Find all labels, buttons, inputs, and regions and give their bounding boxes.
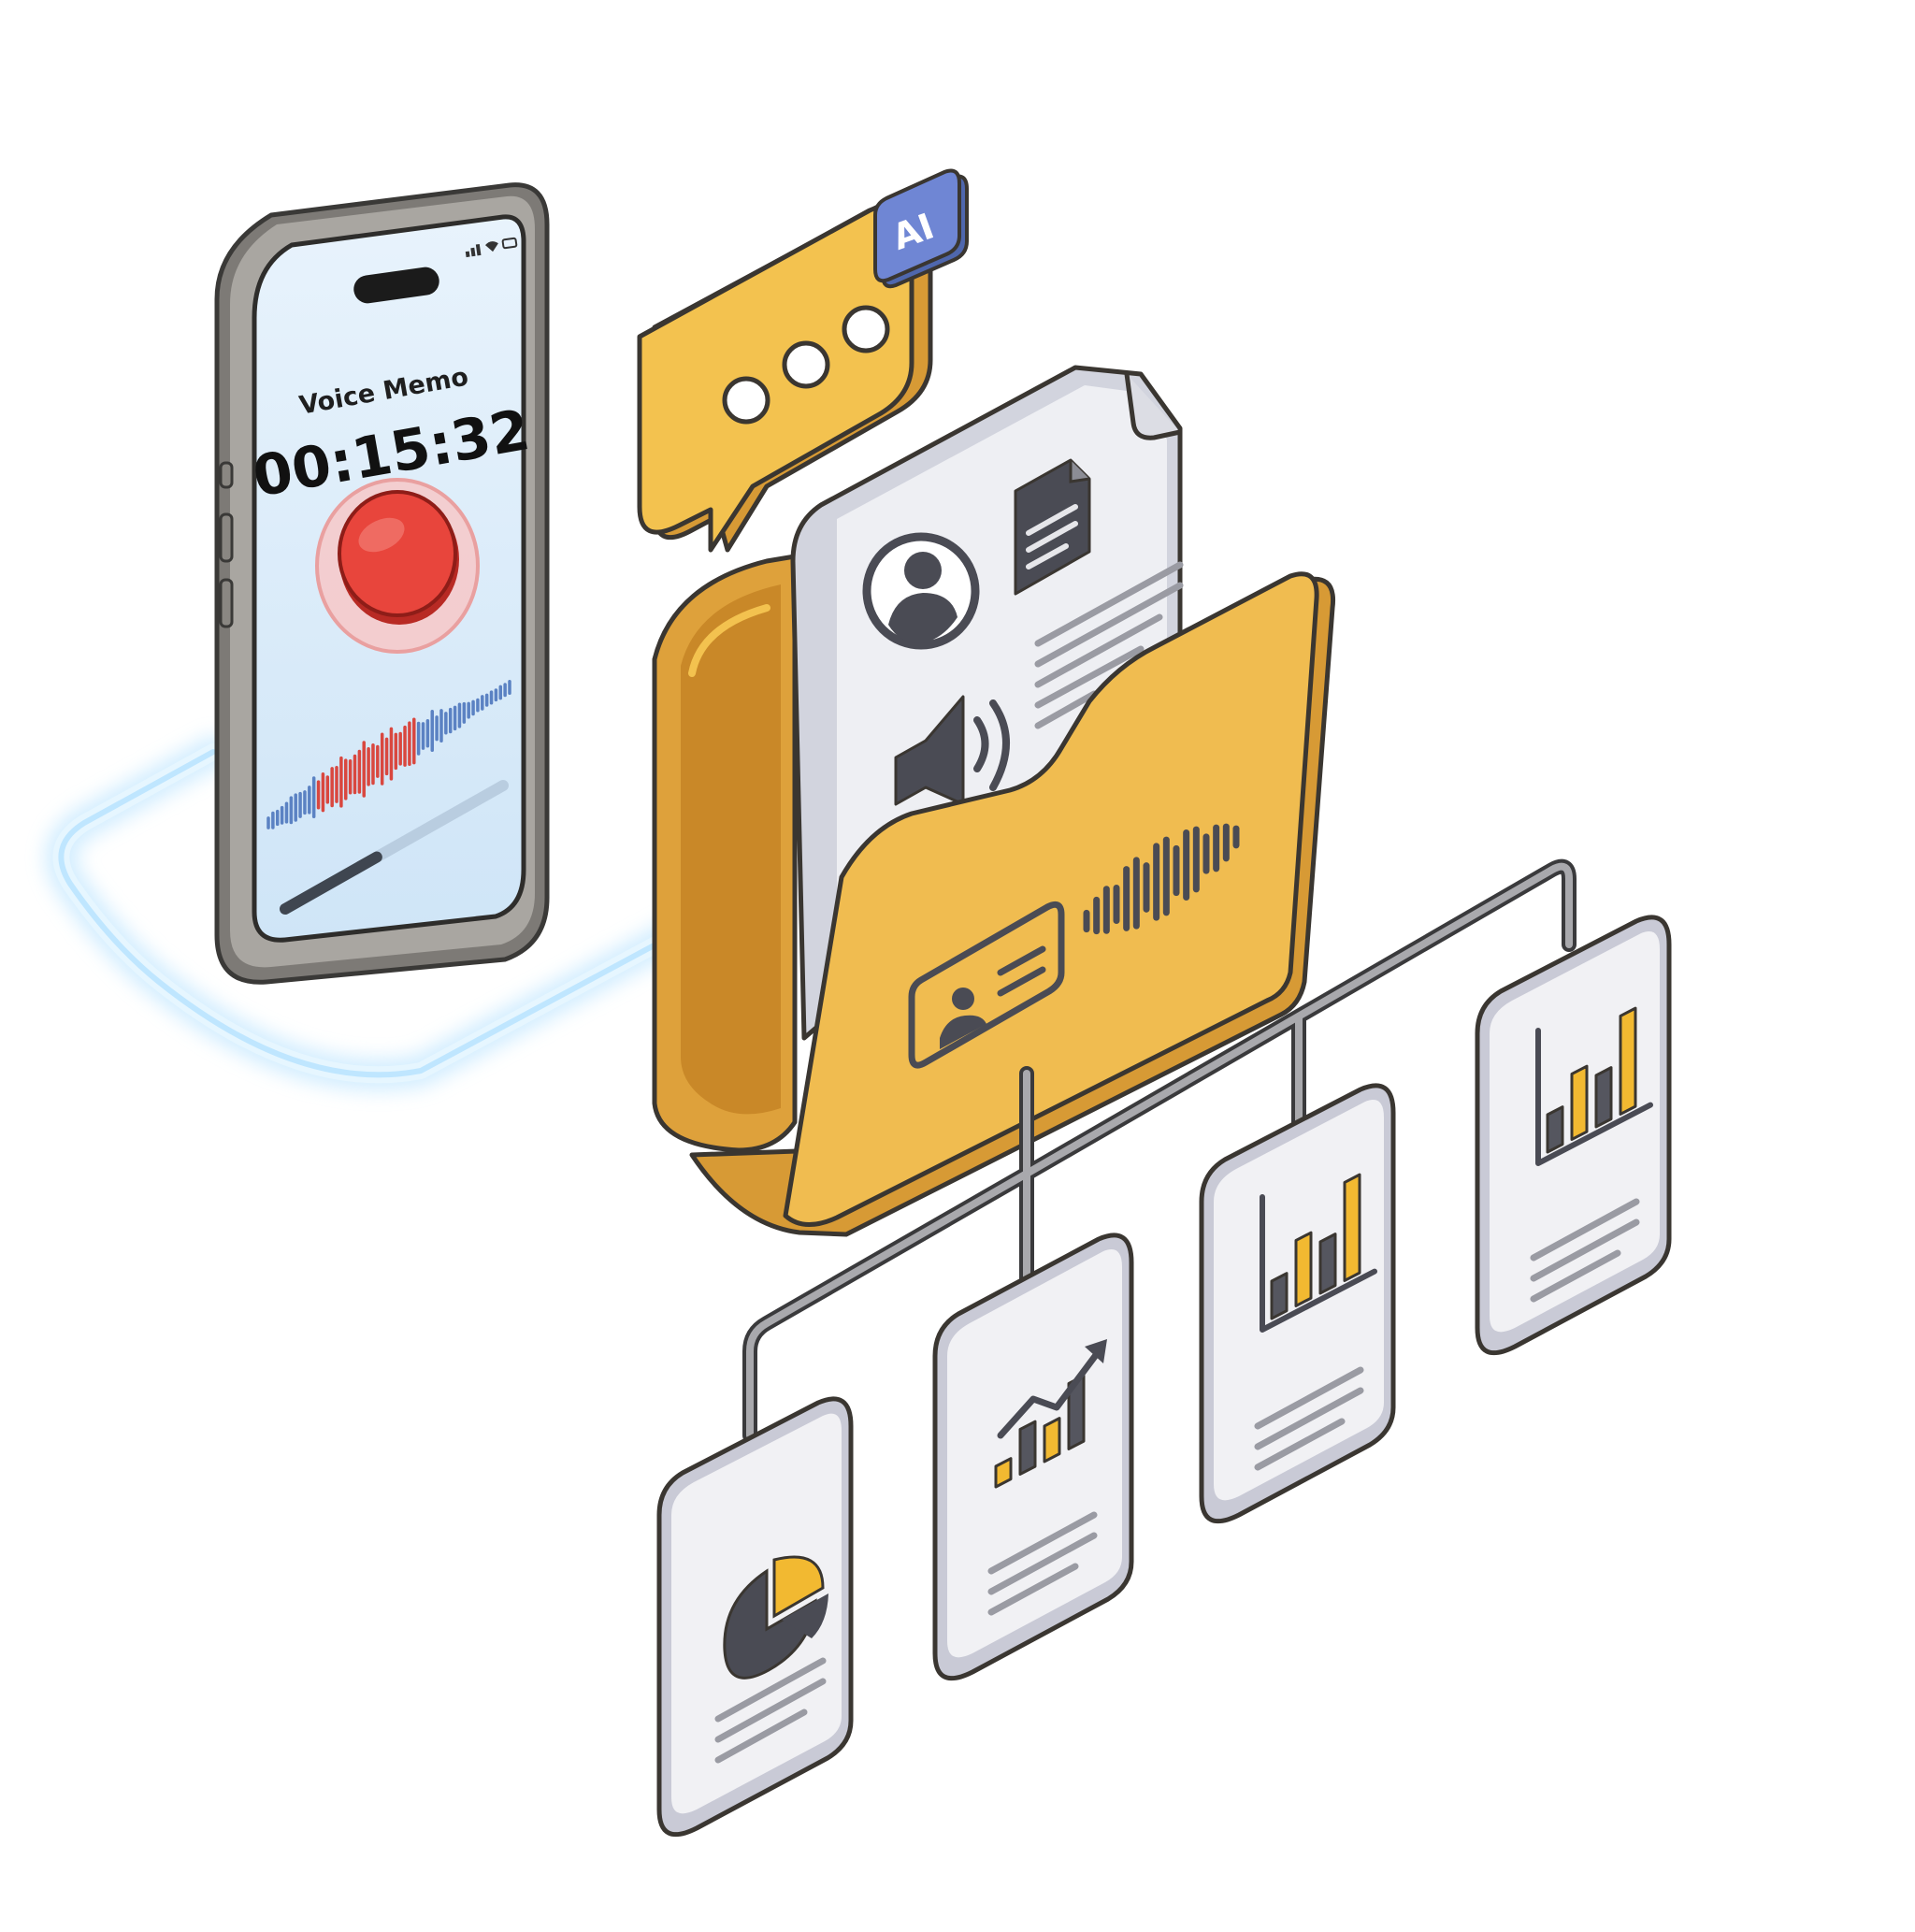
person-icon	[862, 532, 980, 650]
trend-chart-icon	[994, 1374, 1086, 1489]
progress-fill	[280, 851, 382, 915]
folder-waveform	[1083, 823, 1240, 935]
record-button[interactable]	[315, 478, 480, 654]
report-bar	[1343, 1173, 1361, 1282]
report-bar	[1043, 1417, 1061, 1463]
distribution-tree	[742, 858, 1577, 1443]
report-cards	[656, 915, 1672, 1838]
folder-front	[689, 571, 1336, 1237]
chat-bubble-icon: AI	[637, 168, 969, 553]
report-bar	[1546, 1105, 1564, 1154]
report-bar	[994, 1457, 1013, 1489]
report-bar	[1594, 1066, 1613, 1129]
report-card-bars-2	[1475, 915, 1672, 1356]
dynamic-island	[353, 267, 439, 304]
bar-chart-icon	[1535, 1006, 1653, 1166]
report-card-bars-1	[1199, 1083, 1396, 1524]
chart-axis	[1535, 1028, 1653, 1166]
report-bar	[1570, 1064, 1589, 1141]
report-card-pie	[656, 1396, 854, 1838]
id-card-icon	[908, 901, 1065, 1069]
report-bar	[1270, 1272, 1289, 1320]
chart-axis	[1260, 1194, 1377, 1333]
bar-chart-icon	[1260, 1173, 1377, 1333]
report-card-trend	[932, 1233, 1134, 1681]
pie-chart-icon	[723, 1555, 828, 1680]
speaker-icon	[894, 695, 1010, 806]
document-icon	[1014, 458, 1091, 596]
playback-progress-bar[interactable]	[280, 780, 509, 915]
report-bar	[1018, 1420, 1037, 1476]
status-bar-icons	[465, 237, 518, 258]
phone: Voice Memo 00:15:32	[214, 182, 550, 985]
report-bar	[1619, 1006, 1637, 1116]
folder	[652, 365, 1336, 1237]
report-bar	[1318, 1233, 1337, 1295]
document-sheet	[790, 365, 1184, 1041]
ai-badge: AI	[873, 168, 969, 289]
audio-waveform	[266, 679, 511, 829]
report-bar	[1294, 1231, 1313, 1307]
